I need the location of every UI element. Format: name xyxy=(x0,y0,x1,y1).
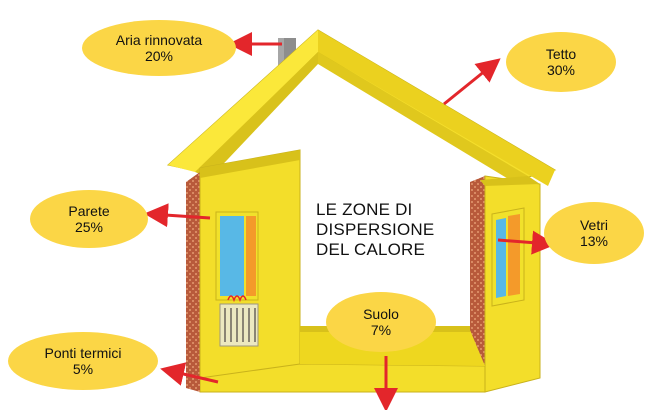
bubble-vetri: Vetri 13% xyxy=(544,202,644,264)
bubble-parete-value: 25% xyxy=(74,219,104,235)
right-window xyxy=(491,207,525,307)
arrow-vetri xyxy=(497,230,556,255)
bubble-aria-value: 20% xyxy=(144,48,174,64)
bubble-suolo-label: Suolo xyxy=(363,306,399,322)
bubble-aria-rinnovata: Aria rinnovata 20% xyxy=(82,20,236,76)
bubble-tetto: Tetto 30% xyxy=(506,32,616,92)
bubble-tetto-label: Tetto xyxy=(545,46,577,62)
bubble-vetri-label: Vetri xyxy=(579,217,608,233)
diagram-title: LE ZONE DI DISPERSIONE DEL CALORE xyxy=(316,200,466,260)
roof xyxy=(166,29,557,186)
title-line-1: LE ZONE DI xyxy=(316,200,413,219)
radiator xyxy=(219,295,259,347)
bubble-tetto-value: 30% xyxy=(546,62,576,78)
left-window xyxy=(215,211,259,301)
bubble-aria-label: Aria rinnovata xyxy=(115,32,203,48)
arrow-parete xyxy=(144,203,211,228)
bubble-suolo: Suolo 7% xyxy=(326,292,436,352)
bubble-vetri-value: 13% xyxy=(579,233,609,249)
bubble-suolo-value: 7% xyxy=(370,322,392,338)
bubble-parete: Parete 25% xyxy=(30,190,148,248)
arrow-ponti xyxy=(160,362,219,386)
title-line-3: DEL CALORE xyxy=(316,240,426,259)
arrow-tetto xyxy=(443,58,501,106)
title-line-2: DISPERSIONE xyxy=(316,220,435,239)
bubble-parete-label: Parete xyxy=(68,203,110,219)
bubble-ponti-label: Ponti termici xyxy=(44,345,122,361)
bubble-ponti-termici: Ponti termici 5% xyxy=(8,332,158,390)
bubble-ponti-value: 5% xyxy=(72,361,94,377)
